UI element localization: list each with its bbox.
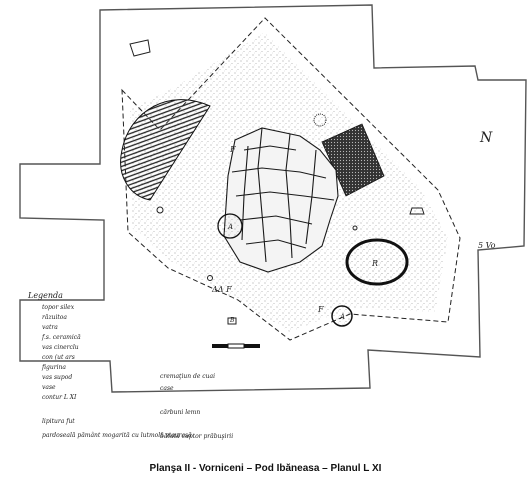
dense-feature [321,123,385,197]
label-f1: F [229,145,236,154]
label-hearth: ΔΔ F [211,285,232,294]
legend-item-4: vas cinerclu [42,344,79,351]
legend-right-3: bătută cuptor prăbuşirii [160,433,233,440]
figure-caption: Planşa II - Vorniceni – Pod Ibăneasa – P… [149,463,382,474]
contour-lxi-dashed [121,17,461,341]
legend-item-0: topor silex [42,304,75,311]
label-b: B [229,317,235,324]
legend-item-10: lipitura fut [42,418,75,425]
label-a2: A [339,313,345,321]
feature-r [345,238,409,286]
legend-item-6: figurina [41,364,66,371]
legend-item-8: vase [42,384,56,391]
legend-right-1: case [160,385,174,392]
feature-a2 [331,305,353,327]
scale-bar [212,343,260,349]
feature-cluster [313,113,327,127]
legend-right-2: cărbuni lemn [160,409,200,416]
legend-item-2: vatra [42,324,58,331]
legend: Legenda topor silex răzuitoa vatra f.s. … [27,291,233,440]
legend-item-5: con (ut ars [42,354,75,361]
label-scale: 5 Vo [478,241,496,250]
label-r: R [371,259,378,268]
legend-item-7: vas supod [42,374,72,381]
legend-item-11: pardoseală pământ mogarită cu lutmolă st… [42,432,192,439]
feature-a1 [217,213,243,239]
legend-right-0: cremaţiun de cuai [160,373,215,380]
label-f2: F [317,305,324,314]
legend-item-3: f.s. ceramică [41,334,81,341]
excavation-contour [19,4,527,393]
legend-title: Legenda [27,291,63,300]
hatched-pit [120,99,211,201]
small-finds [129,39,425,281]
north-arrow: N [479,130,493,146]
feature-b [227,317,237,325]
label-a1: A [227,223,233,231]
legend-item-9: contur L XI [42,394,77,401]
legend-item-1: răzuitoa [42,314,67,321]
